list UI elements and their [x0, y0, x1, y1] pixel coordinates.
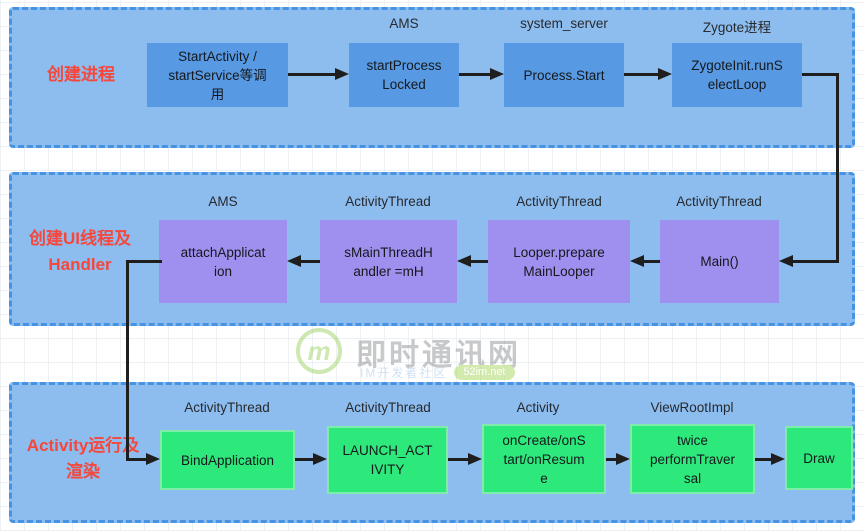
connector-line — [126, 260, 162, 263]
flow-box-process-start: Process.Start — [504, 43, 624, 107]
watermark-badge: 52im.net — [454, 365, 515, 380]
watermark: m 即时通讯网 IM开发者社区 52im.net — [294, 324, 594, 384]
arrow-head — [287, 255, 301, 267]
flow-box-lifecycle-callbacks: onCreate/onS tart/onResum e — [482, 424, 606, 494]
arrow-line — [755, 458, 773, 461]
owner-label-activity-thread: ActivityThread — [516, 194, 602, 209]
arrow-head — [616, 453, 630, 465]
flow-box-attach-application: attachApplicat ion — [159, 220, 287, 303]
arrow-line — [448, 458, 470, 461]
owner-label-activity-thread: ActivityThread — [345, 400, 431, 415]
flow-box-start-activity: StartActivity / startService等调 用 — [147, 43, 288, 107]
arrow-head — [313, 453, 327, 465]
connector-line — [836, 73, 839, 263]
arrow-line — [288, 73, 338, 76]
connector-line — [802, 73, 839, 76]
band-label-activity-render: Activity运行及 渲染 — [26, 436, 140, 481]
arrow-line — [299, 260, 320, 263]
owner-label-ams: AMS — [208, 194, 238, 209]
arrow-line — [642, 260, 660, 263]
arrow-head — [457, 255, 471, 267]
arrow-head — [490, 68, 504, 80]
arrow-line — [469, 260, 488, 263]
owner-label-zygote: Zygote进程 — [702, 20, 772, 35]
owner-label-activity: Activity — [516, 400, 560, 415]
arrow-head — [146, 453, 160, 465]
owner-label-activity-thread: ActivityThread — [184, 400, 270, 415]
band-label-create-process: 创建进程 — [47, 65, 115, 84]
flow-box-draw: Draw — [785, 426, 853, 490]
flow-box-main-thread-handler: sMainThreadH andler =mH — [320, 220, 457, 303]
owner-label-system-server: system_server — [520, 16, 608, 31]
connector-line — [792, 260, 839, 263]
band-label-create-ui-thread: 创建UI线程及 Handler — [29, 229, 131, 274]
owner-label-activity-thread: ActivityThread — [676, 194, 762, 209]
owner-label-ams: AMS — [389, 16, 419, 31]
watermark-logo-icon: m — [296, 328, 342, 374]
arrow-head — [335, 68, 349, 80]
arrow-line — [295, 458, 315, 461]
flow-box-start-process-locked: startProcess Locked — [349, 43, 459, 107]
arrow-line — [624, 73, 660, 76]
arrow-head — [658, 68, 672, 80]
connector-line — [126, 458, 148, 461]
flow-box-perform-traversal: twice performTraver sal — [630, 424, 755, 494]
flow-box-main: Main() — [660, 220, 779, 303]
arrow-head — [779, 255, 793, 267]
arrow-line — [459, 73, 492, 76]
owner-label-activity-thread: ActivityThread — [345, 194, 431, 209]
arrow-head — [630, 255, 644, 267]
flow-box-looper-prepare: Looper.prepare MainLooper — [488, 220, 630, 303]
arrow-head — [771, 453, 785, 465]
watermark-subtitle: IM开发者社区 — [360, 366, 448, 380]
connector-line — [126, 260, 129, 461]
arrow-line — [606, 458, 618, 461]
flow-box-zygote-init: ZygoteInit.runS electLoop — [672, 43, 802, 107]
flow-box-launch-activity: LAUNCH_ACT IVITY — [327, 426, 448, 494]
arrow-head — [468, 453, 482, 465]
flow-box-bind-application: BindApplication — [160, 430, 295, 490]
owner-label-view-root-impl: ViewRootImpl — [650, 400, 734, 415]
